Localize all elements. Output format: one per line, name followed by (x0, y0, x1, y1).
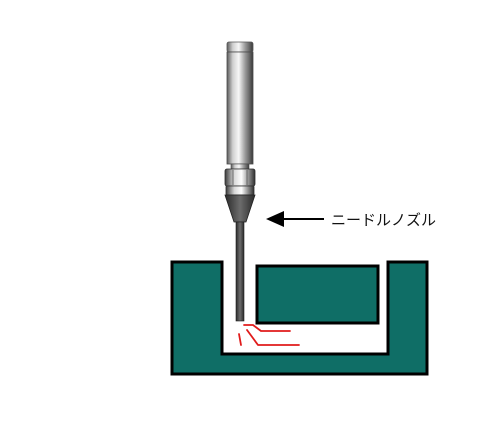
nozzle-top-cap (226, 41, 254, 53)
nozzle-lower-ring (225, 185, 255, 196)
flow-line-left (238, 333, 242, 346)
flow-line-upper (243, 324, 291, 332)
callout-label: ニードルノズル (331, 211, 436, 229)
block-inner-core (255, 264, 380, 325)
block-outer-body (170, 260, 429, 376)
callout: ニードルノズル (266, 211, 436, 229)
flow-line-lower (246, 329, 300, 346)
arrow-left-icon (266, 211, 284, 227)
needle-nozzle (224, 41, 256, 322)
nozzle-hex-nut (224, 168, 256, 187)
nozzle-needle (235, 221, 245, 322)
nozzle-cone (224, 194, 256, 223)
flow-lines (238, 324, 300, 346)
nozzle-barrel (226, 51, 254, 165)
work-block (170, 260, 429, 376)
nozzle-collar (230, 163, 250, 170)
